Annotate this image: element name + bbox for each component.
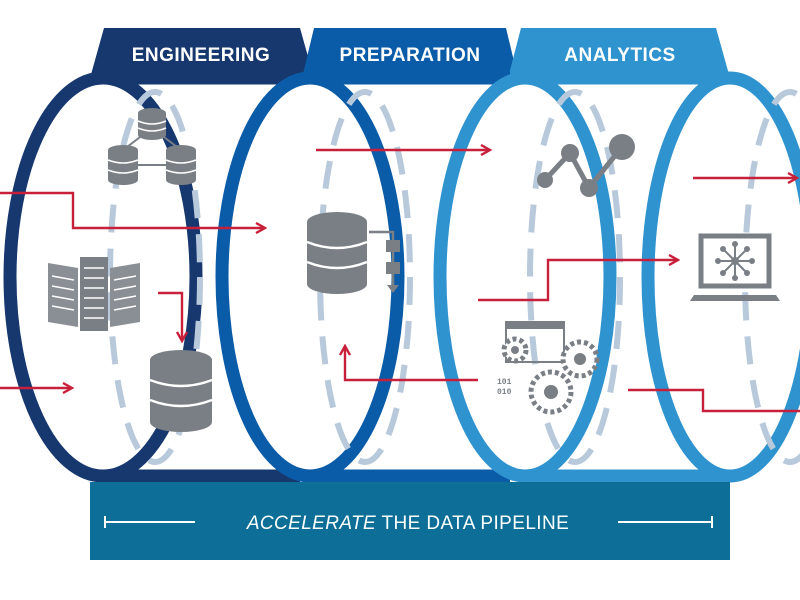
banner-left-rule — [104, 516, 195, 528]
engineering-inner-dash — [107, 89, 203, 465]
server-rack-icon — [48, 257, 140, 331]
database-process-icon — [306, 212, 400, 294]
database-cluster-icon — [107, 108, 197, 185]
banner-rest: THE DATA PIPELINE — [376, 513, 569, 534]
svg-text:010: 010 — [497, 388, 512, 397]
tab-analytics: ANALYTICS — [508, 28, 730, 78]
arrow-eng-to-prep — [0, 191, 265, 228]
banner-emphasis: ACCELERATE — [246, 513, 376, 534]
tab-engineering: ENGINEERING — [90, 28, 314, 78]
analytics-front-ring — [641, 71, 800, 483]
tab-analytics-label: ANALYTICS — [564, 45, 675, 66]
banner-right-rule — [618, 516, 713, 528]
arrow-output-lower — [628, 388, 800, 413]
analytics-ring — [433, 71, 800, 483]
arrow-server-to-db — [158, 291, 182, 341]
database-icon — [149, 350, 213, 432]
preparation-inner-dash — [317, 89, 413, 465]
laptop-network-icon — [690, 233, 780, 301]
arrow-gears-to-prep — [345, 346, 478, 382]
tab-engineering-label: ENGINEERING — [132, 45, 271, 66]
preparation-ring — [215, 71, 510, 483]
gears-code-icon: 101 010 — [497, 321, 600, 415]
output-inner-dash — [742, 89, 800, 465]
network-graph-icon — [537, 134, 635, 197]
tab-preparation: PREPARATION — [302, 28, 518, 78]
engineering-ring — [3, 71, 300, 483]
flow-arrows — [0, 150, 800, 413]
pipeline-banner: ACCELERATE THE DATA PIPELINE — [90, 482, 730, 560]
svg-text:101: 101 — [497, 378, 512, 387]
banner-title: ACCELERATE THE DATA PIPELINE — [246, 513, 569, 534]
tab-preparation-label: PREPARATION — [340, 45, 481, 66]
analytics-inner-dash — [527, 89, 623, 465]
arrow-analytics-to-laptop — [478, 260, 678, 302]
